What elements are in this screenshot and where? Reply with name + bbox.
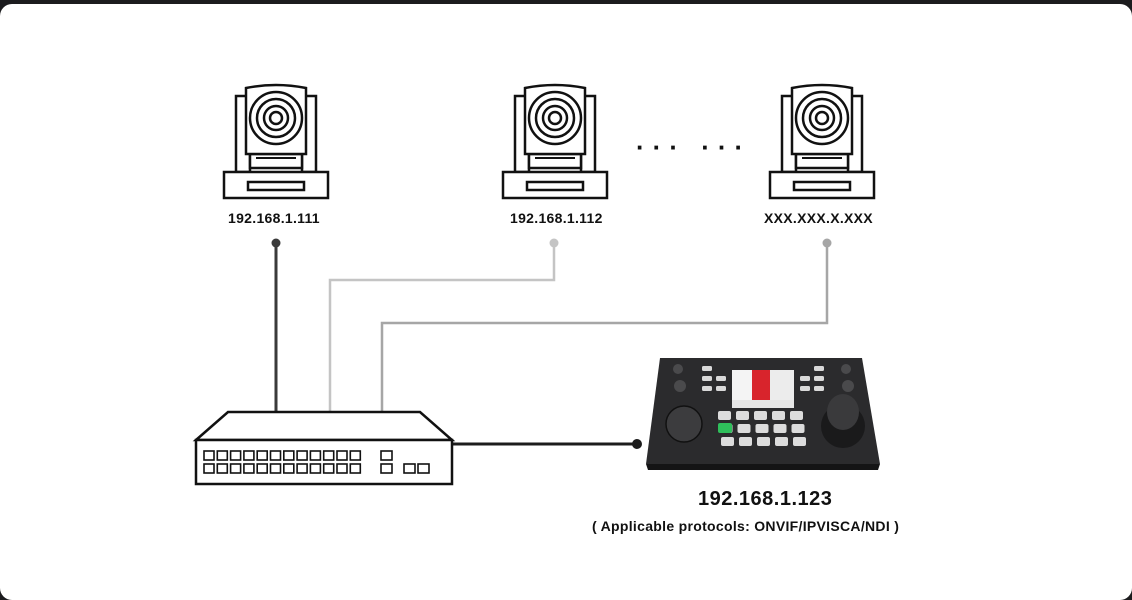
switch-port <box>203 463 215 474</box>
camera-2-icon <box>501 83 609 200</box>
switch-port <box>243 450 255 461</box>
switch-port <box>296 463 308 474</box>
switch-uplink-port <box>380 450 393 461</box>
connection-lines <box>271 238 832 449</box>
controller-key <box>757 437 770 446</box>
switch-port <box>229 463 242 474</box>
switch-port <box>322 463 335 474</box>
network-switch-icon <box>192 410 456 486</box>
controller-ip-label: 192.168.1.123 <box>698 488 833 510</box>
switch-port <box>336 450 348 461</box>
controller-key <box>721 437 734 446</box>
controller-key <box>736 411 749 420</box>
controller-key <box>773 424 787 433</box>
switch-uplink-port <box>380 463 393 474</box>
controller-key <box>754 411 767 420</box>
camera-3-icon <box>768 83 876 200</box>
camera-3-ip-label: XXX.XXX.X.XXX <box>764 210 873 226</box>
switch-port <box>203 450 215 461</box>
camera-1-ip-label: 192.168.1.111 <box>228 210 320 226</box>
switch-port <box>349 450 362 461</box>
switch-port <box>309 463 322 474</box>
controller-key <box>775 437 788 446</box>
switch-port <box>269 450 282 461</box>
controller-key <box>791 424 805 433</box>
controller-key <box>790 411 803 420</box>
switch-port <box>349 463 362 474</box>
controller-key <box>772 411 785 420</box>
switch-port <box>269 463 282 474</box>
switch-port <box>229 450 242 461</box>
controller-key <box>739 437 752 446</box>
ptz-controller-icon <box>646 358 880 470</box>
switch-port <box>216 450 229 461</box>
controller-key <box>718 411 731 420</box>
switch-port <box>256 463 269 474</box>
controller-key <box>755 424 769 433</box>
camera-2-ip-label: 192.168.1.112 <box>510 210 603 226</box>
network-diagram <box>192 83 880 486</box>
switch-port <box>243 463 255 474</box>
switch-port <box>256 450 269 461</box>
controller-key <box>793 437 806 446</box>
switch-uplink-port <box>417 463 430 474</box>
switch-port <box>322 450 335 461</box>
switch-uplink-port <box>403 463 416 474</box>
camera-1-icon <box>222 83 330 200</box>
more-cameras-ellipsis: ··· ··· <box>636 132 752 162</box>
switch-port <box>282 450 295 461</box>
switch-port <box>216 463 229 474</box>
switch-port <box>296 450 308 461</box>
controller-protocols-label: ( Applicable protocols: ONVIF/IPVISCA/ND… <box>592 518 900 534</box>
switch-port <box>336 463 348 474</box>
switch-port <box>309 450 322 461</box>
diagram-card: 192.168.1.111 192.168.1.112 XXX.XXX.X.XX… <box>0 4 1132 600</box>
controller-key <box>737 424 751 433</box>
switch-port <box>282 463 295 474</box>
